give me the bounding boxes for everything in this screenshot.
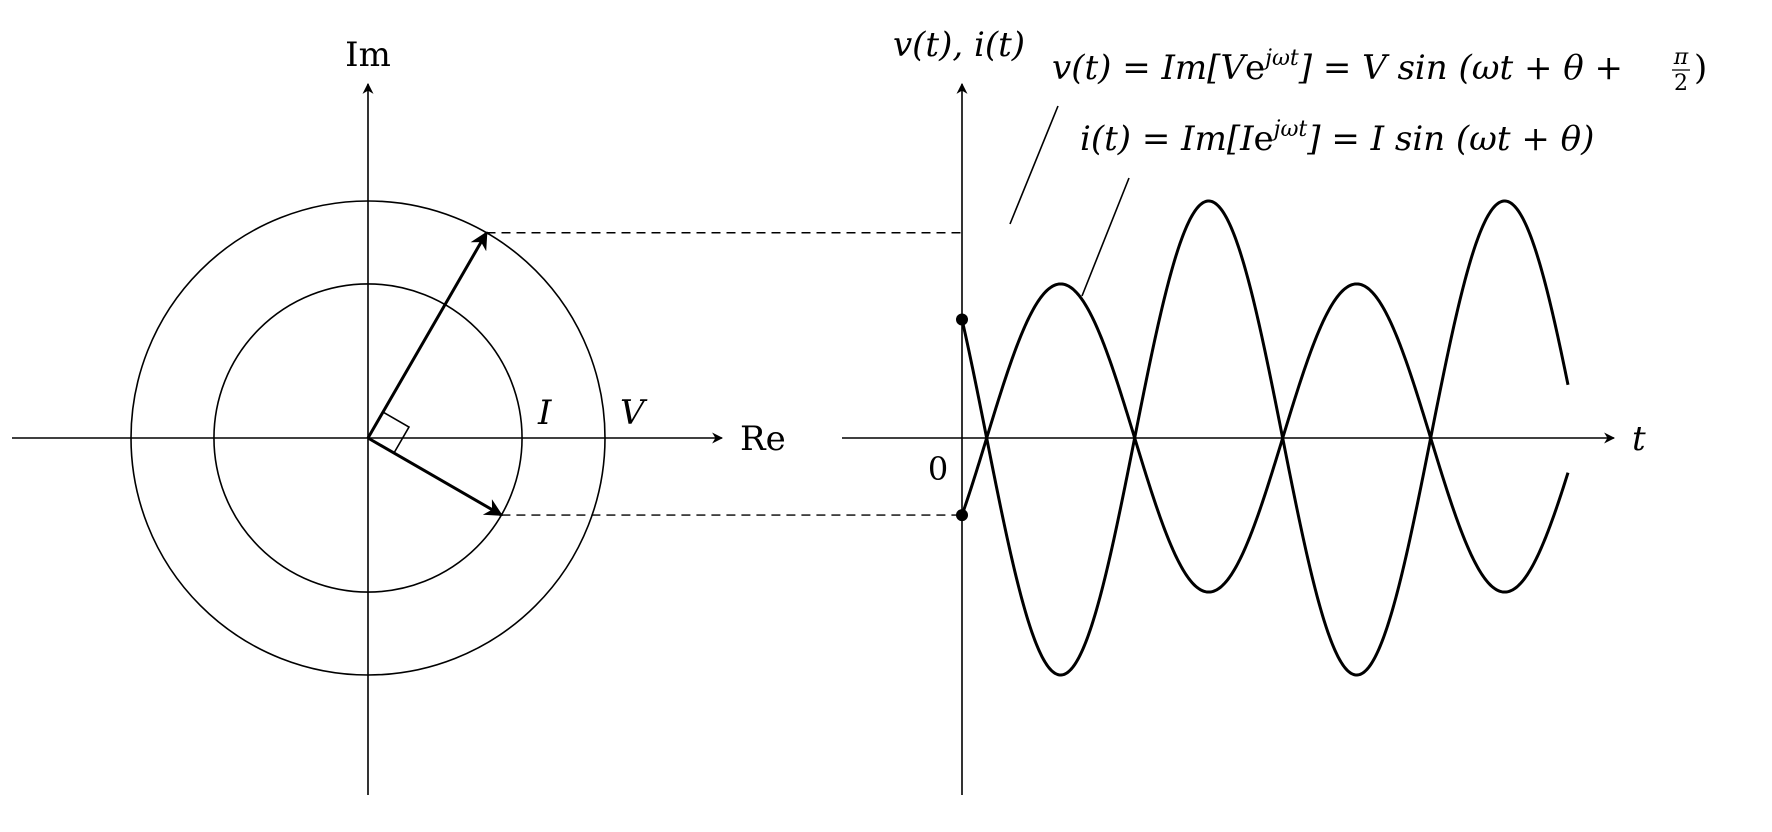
imag-axis-label: Im [345,35,391,75]
real-axis-label: Re [740,419,786,459]
waveform-plot: v(t), i(t) t 0 v(t) = Im[Vejωt] = V sin … [486,25,1707,795]
origin-label: 0 [928,450,948,488]
voltage-leader-line [1009,105,1059,225]
voltage-eq-frac-num: π [1673,45,1689,70]
voltage-phasor-arrow [366,231,488,439]
voltage-eq-phasor: V [1220,48,1248,88]
current-eq-rhs: ] = I sin (ωt + θ) [1306,119,1594,159]
voltage-initial-point [956,313,968,326]
current-eq-phasor: I [1239,119,1254,159]
voltage-equation: v(t) = Im[Vejωt] = V sin (ωt + θ + π 2 ) [1052,45,1707,96]
current-leader-line [1081,177,1130,297]
voltage-eq-exp-base: e [1245,48,1265,88]
voltage-circle-label: V [620,393,648,433]
voltage-magnitude-circle [130,200,606,676]
voltage-eq-exp-power: jωt [1260,46,1299,71]
current-eq-exp-base: e [1254,119,1274,159]
current-phasor-arrow [367,436,503,517]
current-initial-point [956,509,968,522]
voltage-eq-mid: ] = V sin (ωt + θ + [1298,48,1623,88]
voltage-eq-lhs: v(t) = Im[ [1052,48,1221,88]
svg-text:v(t) = Im[Vejωt] = V sin (ωt +: v(t) = Im[Vejωt] = V sin (ωt + θ + [1052,46,1623,88]
time-axis-label: t [1632,419,1646,459]
right-angle-marker [382,411,411,454]
voltage-eq-frac-den: 2 [1674,71,1688,96]
current-waveform-line [960,282,1570,594]
value-axis-label: v(t), i(t) [893,25,1025,65]
current-magnitude-circle [213,283,523,593]
current-equation: i(t) = Im[Iejωt] = I sin (ωt + θ) [1080,117,1594,159]
svg-text:i(t) = Im[Iejωt] = I sin (ωt +: i(t) = Im[Iejωt] = I sin (ωt + θ) [1080,117,1594,159]
voltage-waveform-line [960,199,1570,677]
voltage-eq-tail: ) [1694,48,1707,88]
current-circle-label: I [537,393,552,433]
current-eq-lhs: i(t) = Im[ [1080,119,1241,159]
phasor-diagram: Im Re I V [12,35,786,795]
current-eq-exp-power: jωt [1269,117,1308,142]
